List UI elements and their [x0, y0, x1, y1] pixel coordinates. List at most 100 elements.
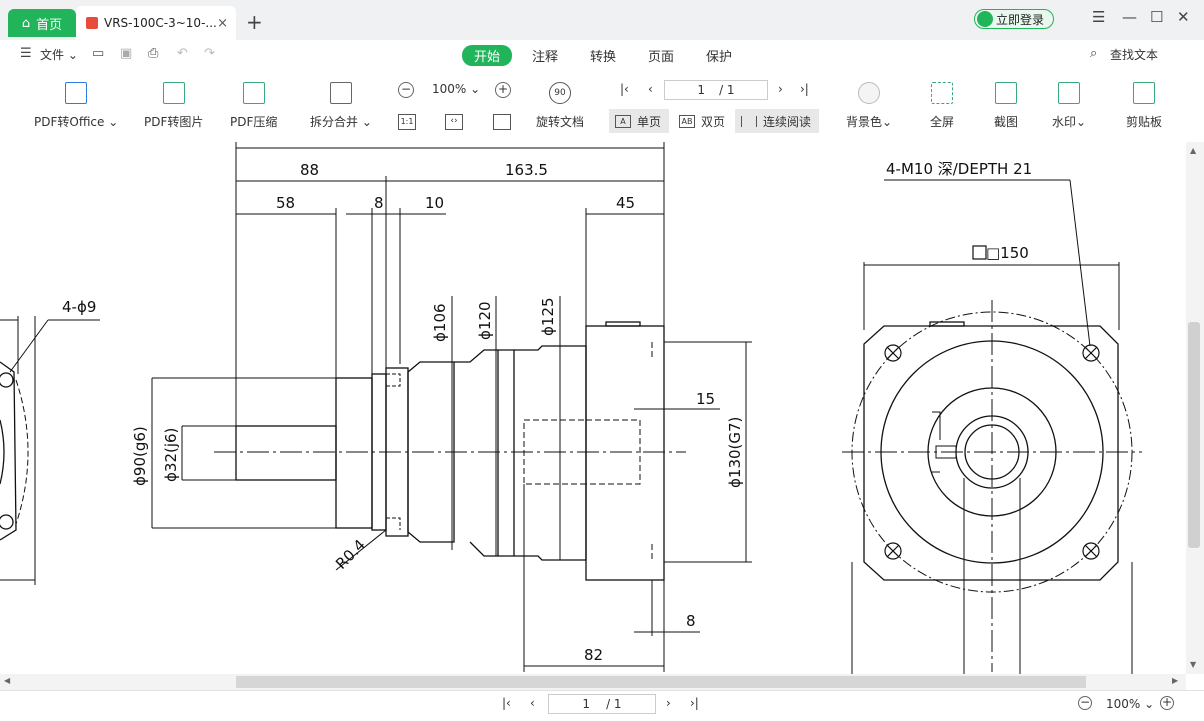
pdf-compress-label: PDF压缩: [230, 115, 278, 129]
status-last-page-icon[interactable]: ›|: [690, 696, 699, 710]
fit-width-icon[interactable]: ‹›: [445, 114, 463, 130]
scroll-down-icon[interactable]: ▼: [1190, 660, 1197, 669]
tab-page[interactable]: 页面: [648, 50, 675, 65]
dim-square-150: □150: [986, 244, 1029, 262]
scroll-left-icon[interactable]: ◀: [4, 676, 11, 685]
zoom-out-button[interactable]: −: [398, 82, 414, 98]
continuous-read-label: 连续阅读: [763, 114, 812, 129]
watermark-button[interactable]: 水印⌄: [1052, 82, 1086, 130]
minimize-button[interactable]: —: [1122, 8, 1137, 26]
pdf-to-image-button[interactable]: PDF转图片: [144, 82, 203, 130]
fullscreen-button[interactable]: 全屏: [930, 82, 954, 130]
horizontal-scrollbar[interactable]: ◀ ▶: [0, 674, 1186, 690]
pdf-compress-button[interactable]: PDF压缩: [230, 82, 277, 130]
status-zoom-select[interactable]: 100% ⌄: [1106, 697, 1155, 711]
dim-phi32-j6: ϕ32(j6): [162, 428, 180, 482]
pdf-to-image-label: PDF转图片: [144, 115, 204, 129]
fit-page-icon[interactable]: [493, 114, 511, 130]
tab-annotate[interactable]: 注释: [532, 50, 559, 65]
dim-82: 82: [584, 646, 603, 664]
last-page-icon[interactable]: ›|: [800, 82, 809, 96]
search-icon[interactable]: ⌕: [1090, 46, 1098, 61]
tab-start[interactable]: 开始: [462, 45, 513, 66]
dim-15: 15: [696, 390, 715, 408]
dim-88: 88: [300, 161, 319, 179]
print-icon[interactable]: ⎙: [148, 46, 159, 61]
close-tab-icon[interactable]: ×: [217, 15, 228, 31]
watermark-label: 水印: [1052, 115, 1077, 129]
status-next-page-icon[interactable]: ›: [666, 696, 671, 710]
pdf-file-icon: [86, 17, 98, 29]
status-page-input[interactable]: 1 / 1: [548, 694, 656, 714]
dim-phi120: ϕ120: [476, 301, 494, 340]
dim-4-phi9: 4-ϕ9: [62, 298, 96, 316]
pdf-to-office-label: PDF转Office: [34, 115, 105, 129]
clipboard-icon: [1133, 82, 1155, 104]
open-folder-icon[interactable]: ▭: [92, 46, 105, 61]
tab-document[interactable]: VRS-100C-3~10-... ×: [76, 6, 236, 40]
single-page-button[interactable]: A 单页: [609, 109, 669, 133]
find-text-button[interactable]: 查找文本: [1110, 48, 1159, 62]
tab-home[interactable]: ⌂ 首页: [8, 9, 76, 37]
tab-protect[interactable]: 保护: [706, 50, 733, 65]
split-merge-button[interactable]: 拆分合并 ⌄: [310, 82, 372, 130]
word-icon: [65, 82, 88, 104]
close-window-button[interactable]: ✕: [1177, 8, 1190, 26]
hamburger-icon[interactable]: ☰: [20, 46, 32, 61]
dim-phi125: ϕ125: [539, 297, 557, 336]
pdf-to-office-button[interactable]: PDF转Office ⌄: [34, 82, 118, 130]
dim-10: 10: [425, 194, 444, 212]
next-page-icon[interactable]: ›: [778, 82, 783, 96]
vertical-scroll-thumb[interactable]: [1188, 322, 1200, 548]
file-menu-label: 文件: [40, 48, 65, 62]
save-icon[interactable]: ▣: [120, 46, 133, 61]
maximize-button[interactable]: ☐: [1150, 8, 1164, 26]
double-page-icon: AB: [679, 114, 695, 128]
continuous-read-button[interactable]: 连续阅读: [735, 109, 819, 133]
home-tab-label: 首页: [36, 17, 63, 33]
status-zoom-in-button[interactable]: +: [1160, 695, 1174, 710]
redo-icon[interactable]: ↷: [204, 46, 215, 61]
rotate-icon: 90: [549, 82, 571, 104]
login-button[interactable]: 立即登录: [974, 9, 1054, 29]
rotate-document-button[interactable]: 90 旋转文档: [536, 82, 584, 130]
dim-8-top: 8: [374, 194, 384, 212]
screenshot-label: 截图: [994, 115, 1019, 129]
vertical-scrollbar[interactable]: ▲ ▼: [1186, 142, 1204, 674]
tab-convert[interactable]: 转换: [590, 50, 617, 65]
menu-icon[interactable]: ☰: [1092, 8, 1106, 26]
actual-size-button[interactable]: 1:1: [398, 114, 416, 130]
scroll-right-icon[interactable]: ▶: [1172, 676, 1179, 685]
compress-icon: [242, 82, 265, 104]
background-color-icon: [858, 82, 881, 104]
dim-r0-4: R0.4: [332, 536, 369, 573]
dim-phi106: ϕ106: [431, 303, 449, 342]
zoom-in-button[interactable]: +: [495, 82, 511, 98]
fullscreen-label: 全屏: [930, 115, 955, 129]
double-page-button[interactable]: AB 双页: [673, 109, 733, 133]
screenshot-button[interactable]: 截图: [994, 82, 1018, 130]
status-zoom-out-button[interactable]: −: [1078, 695, 1092, 710]
dim-163-5: 163.5: [505, 161, 548, 179]
login-label: 立即登录: [996, 12, 1045, 27]
screenshot-icon: [995, 82, 1017, 104]
scroll-up-icon[interactable]: ▲: [1190, 146, 1197, 155]
clipboard-label: 剪贴板: [1126, 115, 1163, 129]
document-viewport[interactable]: 88 163.5 58 8 10 45 4-ϕ9 15 8 82 4-M10 深…: [0, 142, 1186, 674]
status-prev-page-icon[interactable]: ‹: [530, 696, 535, 710]
status-first-page-icon[interactable]: |‹: [502, 696, 511, 710]
page-total: / 1: [719, 83, 735, 97]
page-current: 1: [697, 83, 706, 97]
dim-58: 58: [276, 194, 295, 212]
first-page-icon[interactable]: |‹: [620, 82, 629, 96]
background-color-button[interactable]: 背景色⌄: [846, 82, 892, 130]
page-number-input[interactable]: 1 / 1: [664, 80, 768, 100]
zoom-select[interactable]: 100% ⌄: [432, 82, 481, 96]
horizontal-scroll-thumb[interactable]: [236, 676, 1086, 688]
new-tab-button[interactable]: +: [246, 10, 263, 34]
clipboard-button[interactable]: 剪贴板: [1126, 82, 1162, 130]
prev-page-icon[interactable]: ‹: [648, 82, 653, 96]
status-bar: [0, 690, 1204, 721]
file-menu[interactable]: 文件 ⌄: [40, 48, 78, 62]
undo-icon[interactable]: ↶: [177, 46, 188, 61]
